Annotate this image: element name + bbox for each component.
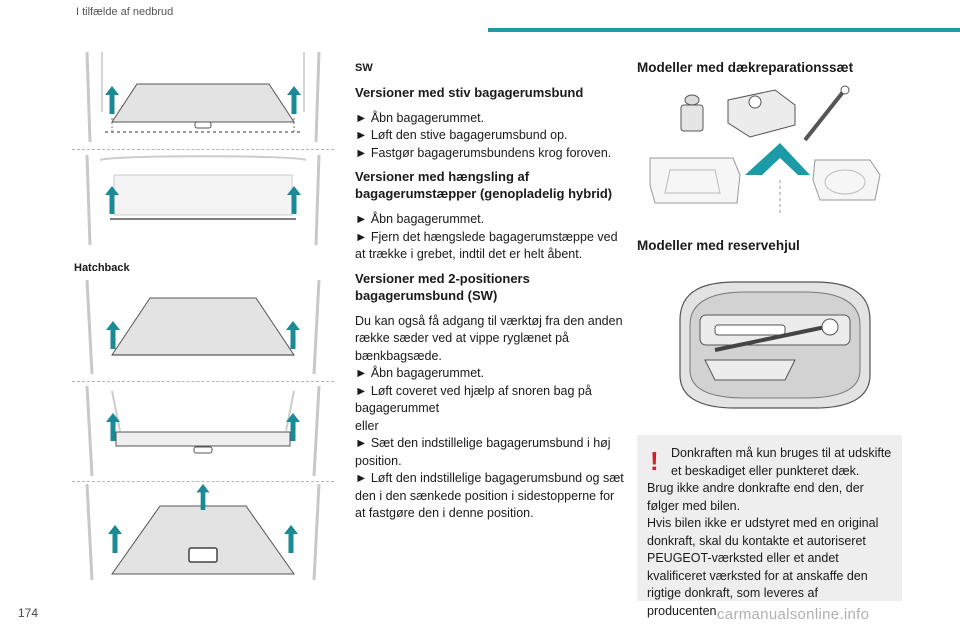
warning-text: Hvis bilen ikke er udstyret med en origi… <box>647 516 879 618</box>
steps-two-position-floor: Du kan også få adgang til værktøj fra de… <box>355 308 625 523</box>
warning-text: Brug ikke andre donkrafte end den, der f… <box>647 481 864 513</box>
steps-rigid-floor: ► Åbn bagagerummet. ► Løft den stive bag… <box>355 105 625 163</box>
warning-box: ! Donkraften må kun bruges til at udskif… <box>637 435 902 618</box>
trunk-illustration-sw-rigid <box>72 52 334 142</box>
instructions-column: SW Versioner med stiv bagagerumsbund ► Å… <box>355 60 625 529</box>
trunk-illustration-hatchback-1 <box>72 280 334 374</box>
step: ► Åbn bagagerummet. <box>355 366 485 380</box>
step: eller <box>355 418 379 433</box>
watermark: carmanualsonline.info <box>717 606 870 623</box>
trunk-illustration-hatchback-3 <box>72 484 334 580</box>
step: ► Løft den stive bagagerumsbund op. <box>355 128 568 142</box>
trunk-illustration-hatchback-2 <box>72 386 334 476</box>
figure-separator <box>72 149 334 150</box>
step: ► Fjern det hængslede bagagerumstæppe ve… <box>355 229 618 262</box>
page-number: 174 <box>18 606 39 620</box>
figure-separator <box>72 381 334 382</box>
step: ► Åbn bagagerummet. <box>355 212 485 226</box>
warning-text: Donkraften må kun bruges til at udskifte… <box>671 446 892 478</box>
heading-hinged-carpet: Versioner med hængsling af bagagerumstæp… <box>355 169 613 201</box>
step: ► Løft coveret ved hjælp af snoren bag p… <box>355 383 592 416</box>
heading-rigid-floor: Versioner med stiv bagagerumsbund <box>355 84 584 100</box>
caption-hatchback: Hatchback <box>74 262 130 274</box>
heading-two-position-floor: Versioner med 2-positioners bagagerumsbu… <box>355 270 530 303</box>
header-title: I tilfælde af nedbrud <box>76 6 174 18</box>
figure-separator <box>72 481 334 482</box>
step: ► Åbn bagagerummet. <box>355 110 485 125</box>
step: Du kan også få adgang til værktøj fra de… <box>355 313 623 363</box>
trunk-illustration-sw-hinged <box>72 155 334 245</box>
header-accent-bar <box>488 28 960 32</box>
step: ► Løft den indstillelige bagagerumsbund … <box>355 471 624 520</box>
heading-repair-kit: Modeller med dækreparationssæt <box>637 60 854 75</box>
heading-spare-wheel: Modeller med reservehjul <box>637 238 800 253</box>
exclamation-icon: ! <box>650 446 659 476</box>
label-sw: SW <box>355 62 373 74</box>
spare-wheel-illustration <box>675 280 875 412</box>
step: ► Fastgør bagagerumsbundens krog foroven… <box>355 145 612 160</box>
steps-hinged-carpet: ► Åbn bagagerummet. ► Fjern det hængsled… <box>355 206 625 264</box>
repair-kit-illustration <box>645 85 885 220</box>
step: ► Sæt den indstillelige bagagerumsbund i… <box>355 436 611 468</box>
